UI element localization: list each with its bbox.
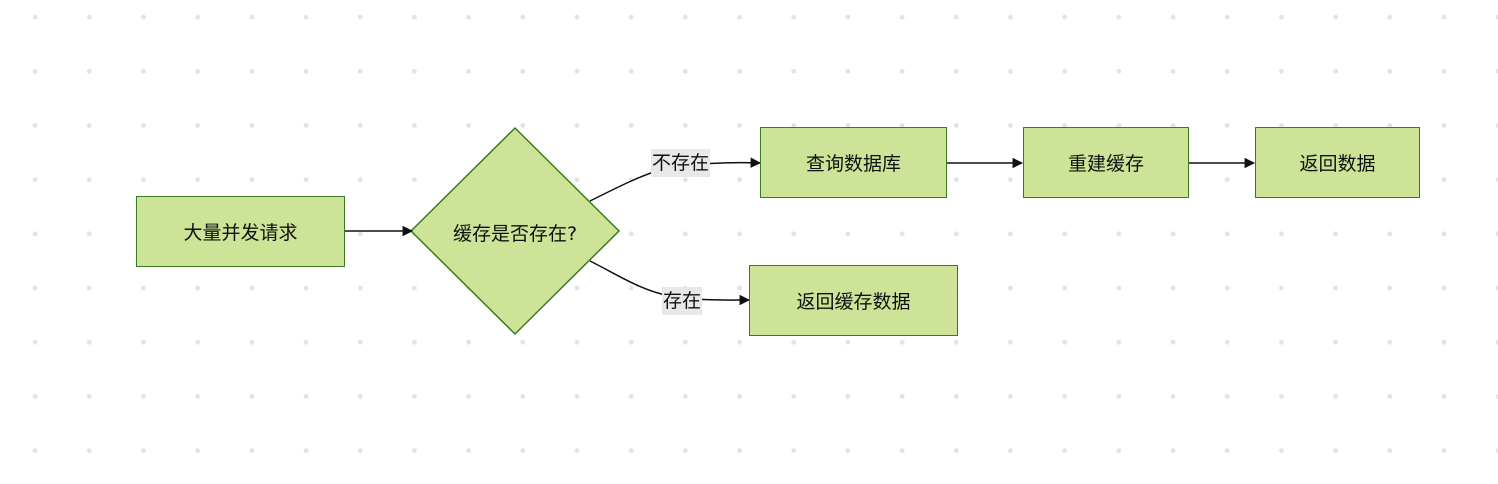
start-node[interactable]: 大量并发请求 <box>136 196 345 267</box>
rebuild-cache-node[interactable]: 重建缓存 <box>1023 127 1189 198</box>
query-db-node-label: 查询数据库 <box>805 153 901 175</box>
return-cache-node-label: 返回缓存数据 <box>796 291 911 313</box>
return-data-node-label: 返回数据 <box>1299 153 1376 175</box>
edge-label-not-exist: 不存在 <box>651 149 711 177</box>
return-data-node[interactable]: 返回数据 <box>1255 127 1420 198</box>
edge-label-exist: 存在 <box>662 287 703 315</box>
start-node-label: 大量并发请求 <box>183 222 298 244</box>
decision-node[interactable] <box>409 126 621 336</box>
rebuild-cache-node-label: 重建缓存 <box>1067 153 1144 175</box>
decision-node-label: 缓存是否存在? <box>452 223 578 245</box>
query-db-node[interactable]: 查询数据库 <box>760 127 947 198</box>
return-cache-node[interactable]: 返回缓存数据 <box>749 265 958 336</box>
